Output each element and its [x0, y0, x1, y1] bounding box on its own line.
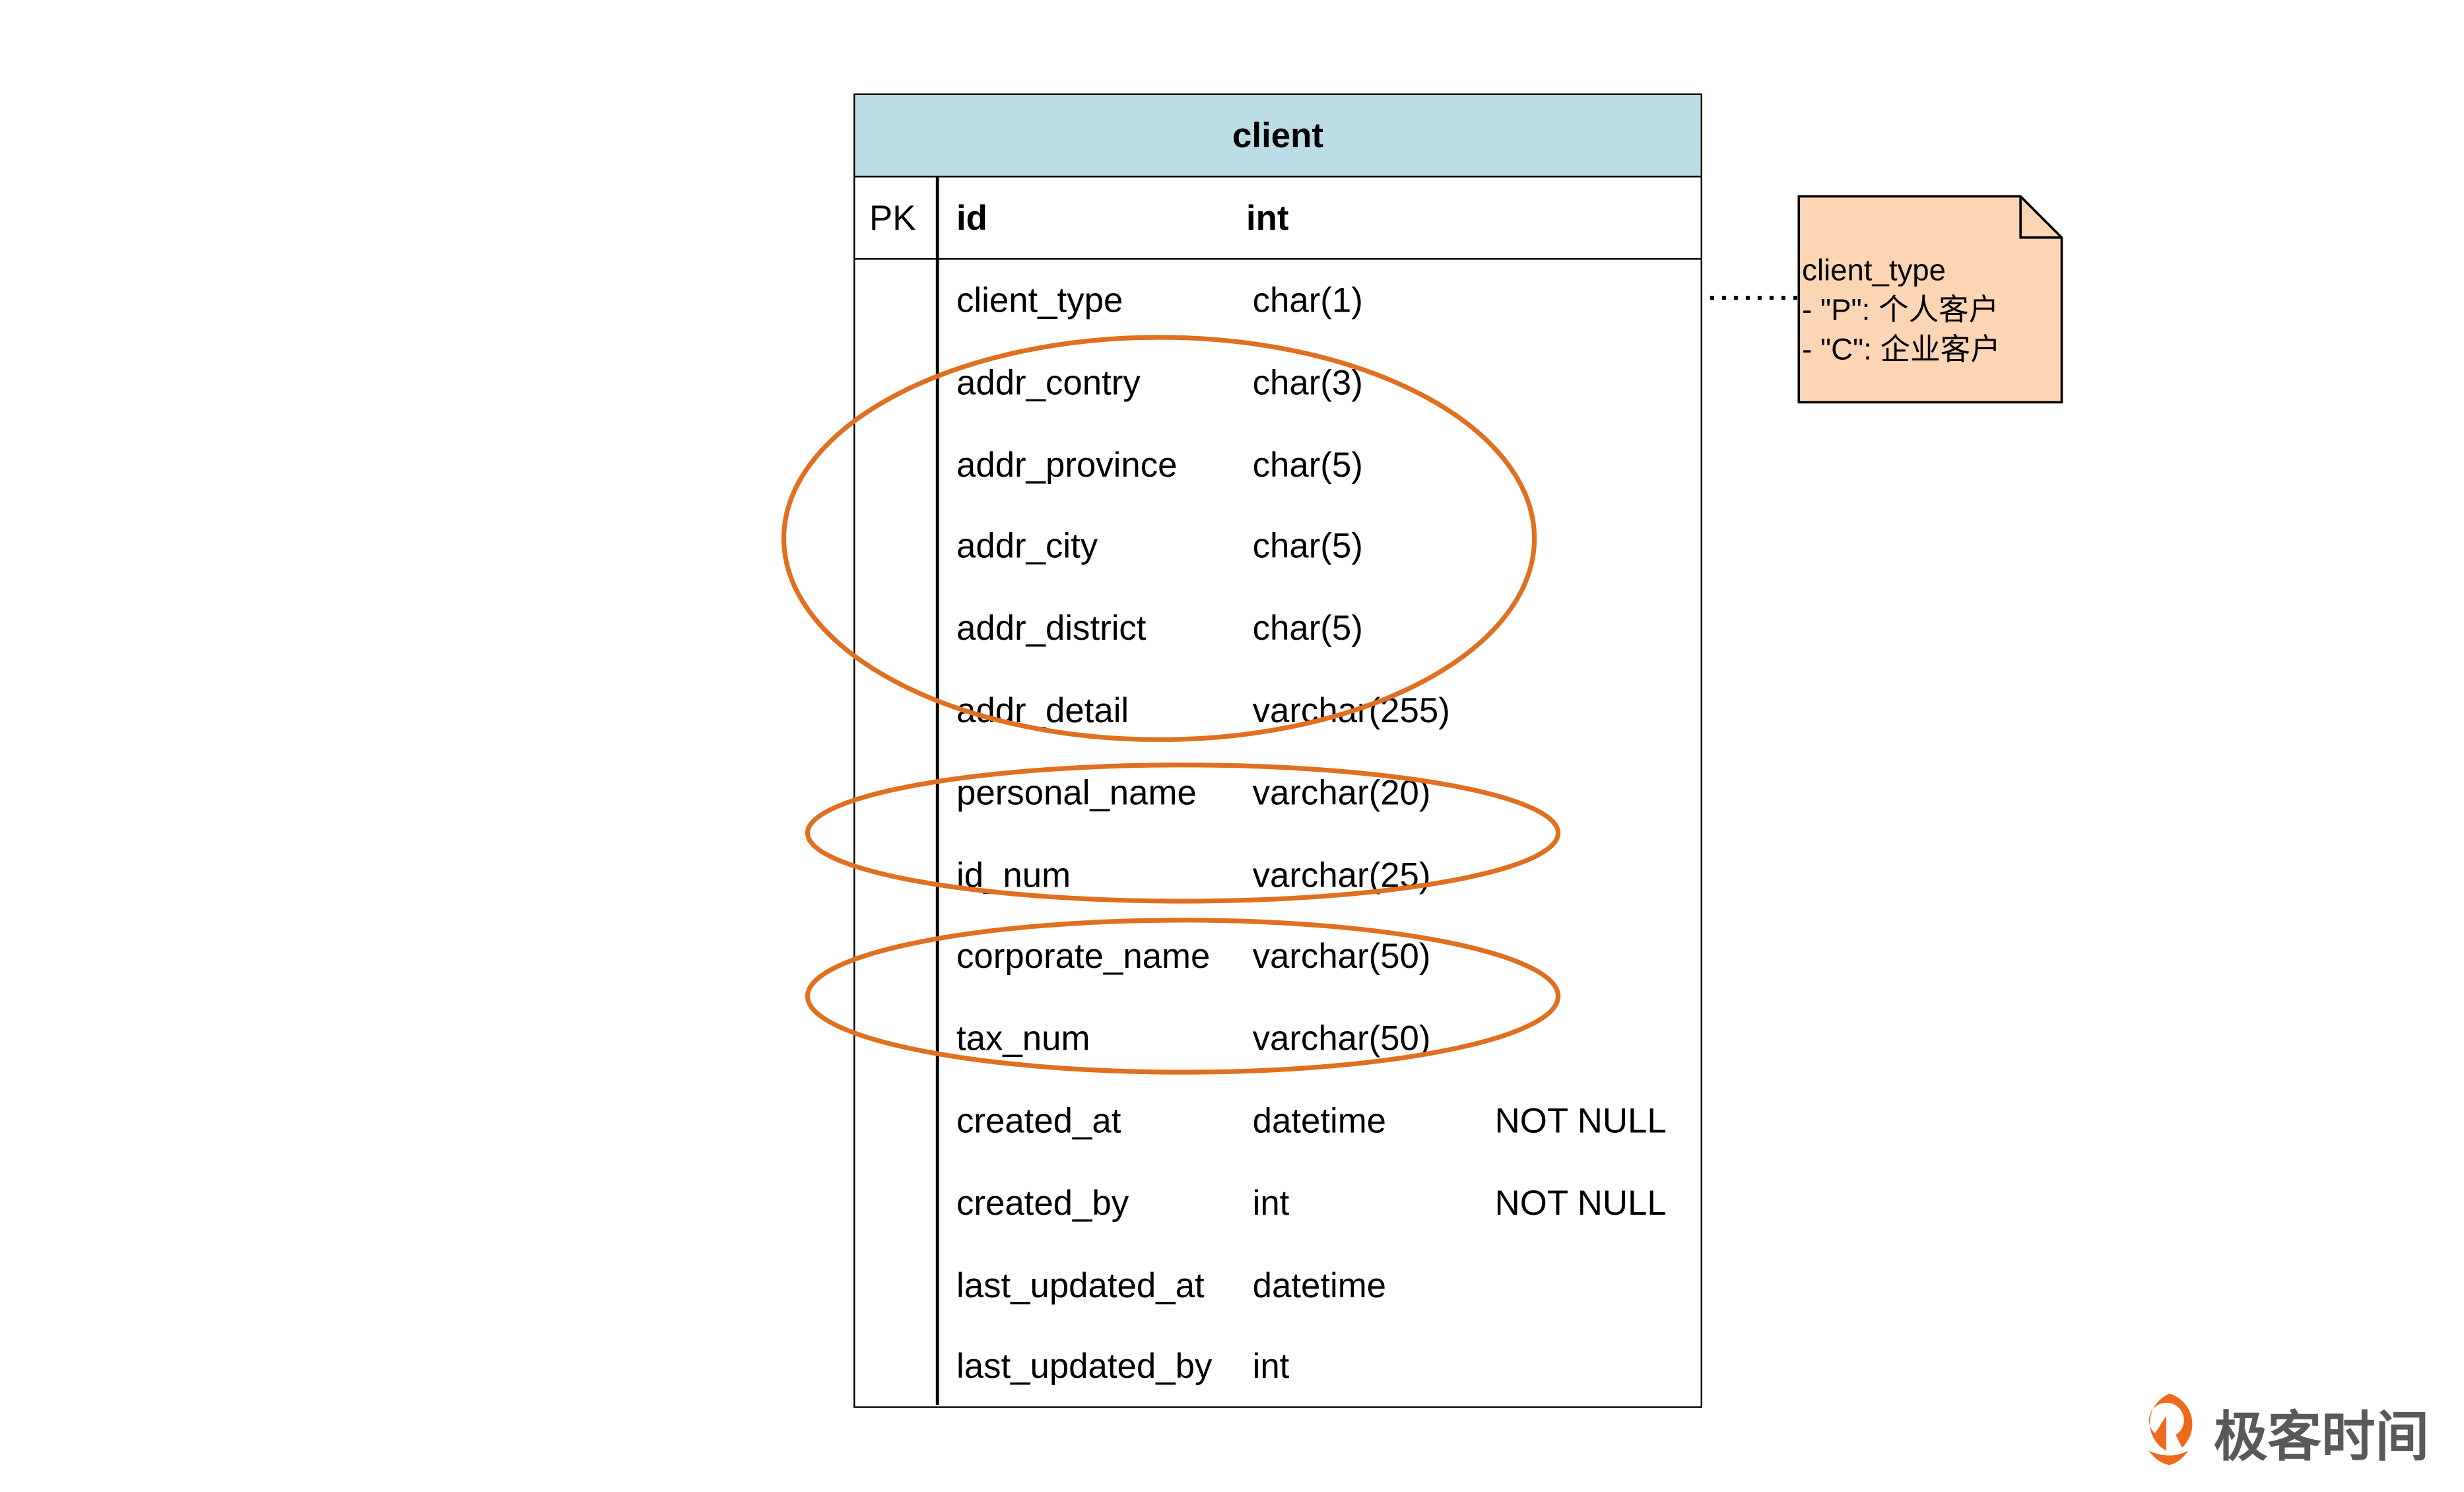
- column-constraint: NOT NULL: [1494, 1182, 1667, 1223]
- table-row: created_at datetime NOT NULL: [855, 1080, 1700, 1163]
- table-row: corporate_name varchar(50): [855, 916, 1700, 999]
- pk-row: PK id int: [855, 178, 1701, 260]
- personal-group-ellipse: [805, 763, 1561, 904]
- column-name: addr_district: [956, 608, 1147, 648]
- table-row: last_updated_at datetime: [855, 1244, 1700, 1327]
- logo-icon: [2148, 1394, 2193, 1466]
- table-row: addr_district char(5): [855, 588, 1700, 670]
- column-name: created_at: [956, 1101, 1121, 1141]
- column-name: addr_city: [956, 526, 1098, 566]
- table-row: client_type char(1): [855, 259, 1700, 342]
- note-shape: [1797, 195, 2063, 404]
- column-type: varchar(50): [1252, 936, 1431, 976]
- column-type: char(5): [1252, 608, 1363, 648]
- pk-label: PK: [869, 197, 916, 238]
- client-type-note: client_type - "P": 个人客户 - "C": 企业客户: [1797, 195, 2063, 404]
- column-name: tax_num: [956, 1019, 1090, 1058]
- table-row: created_by int NOT NULL: [855, 1162, 1700, 1244]
- column-type: datetime: [1252, 1101, 1387, 1141]
- note-line: client_type: [1802, 255, 1946, 288]
- column-name: personal_name: [956, 772, 1197, 813]
- note-line: - "C": 企业客户: [1802, 334, 2001, 368]
- table-title: client: [855, 94, 1701, 178]
- corporate-group-ellipse: [805, 918, 1561, 1075]
- column-name: addr_detail: [956, 690, 1129, 730]
- column-type: int: [1252, 1347, 1290, 1387]
- column-name: created_by: [956, 1182, 1129, 1223]
- column-name: last_updated_at: [956, 1264, 1205, 1305]
- column-type: char(1): [1252, 280, 1363, 320]
- column-divider: [935, 177, 939, 1405]
- address-group-ellipse: [781, 335, 1537, 742]
- column-constraint: NOT NULL: [1494, 1101, 1667, 1141]
- pk-type: int: [1246, 197, 1289, 238]
- pk-name: id: [956, 197, 987, 238]
- table-row: addr_city char(5): [855, 506, 1700, 588]
- table-row: addr_province char(5): [855, 424, 1700, 506]
- table-row: addr_contry char(3): [855, 342, 1700, 424]
- column-type: char(5): [1252, 526, 1363, 566]
- column-name: last_updated_by: [956, 1347, 1213, 1387]
- column-name: addr_contry: [956, 362, 1141, 402]
- logo-text: 极客时间: [2213, 1407, 2430, 1468]
- column-type: datetime: [1252, 1264, 1387, 1305]
- note-line: - "P": 个人客户: [1802, 294, 1999, 328]
- table-row: tax_num varchar(50): [855, 998, 1700, 1081]
- column-name: corporate_name: [956, 936, 1211, 976]
- column-name: addr_province: [956, 444, 1178, 485]
- column-type: varchar(50): [1252, 1019, 1431, 1058]
- column-type: int: [1252, 1182, 1290, 1223]
- column-type: char(5): [1252, 444, 1363, 485]
- column-type: char(3): [1252, 362, 1363, 402]
- column-name: client_type: [956, 280, 1123, 320]
- table-row: last_updated_by int: [855, 1326, 1700, 1409]
- client-table: client PK id int client_type char(1) addr_…: [853, 93, 1702, 1409]
